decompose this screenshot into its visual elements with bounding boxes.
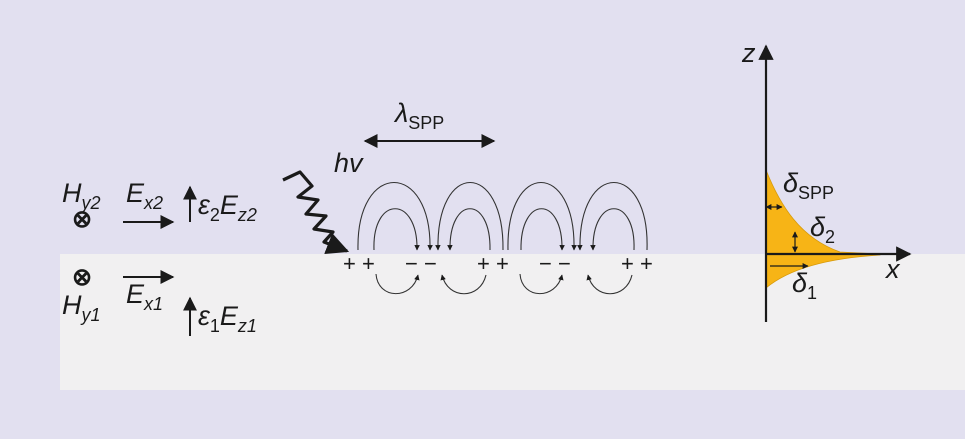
field-loops-upper	[357, 181, 648, 251]
ex2-label: Ex2	[126, 178, 163, 213]
ex2-main: E	[126, 178, 145, 208]
hy2-sub: y2	[81, 193, 101, 213]
surface-charge-plus: + +	[477, 251, 509, 276]
ez2-sub: z2	[237, 205, 257, 225]
photon-wave	[282, 170, 350, 255]
ez1-sub: z1	[237, 316, 257, 336]
ex2-sub: x2	[144, 193, 164, 213]
delta-spp-label: δSPP	[783, 168, 834, 203]
eps1-ez1-label: ε1Ez1	[198, 301, 257, 336]
delta-spp-symbol: δ	[783, 168, 799, 198]
delta2-subscript: 2	[825, 227, 836, 247]
hy1-sub: y1	[81, 305, 101, 325]
eps2-symbol: ε	[198, 190, 210, 220]
delta1-label: δ1	[792, 268, 817, 303]
eps1-sub: 1	[209, 316, 220, 336]
surface-charge-plus: + +	[621, 251, 653, 276]
delta1-subscript: 1	[807, 283, 818, 303]
ex1-sub: x1	[144, 294, 164, 314]
eps2-sub: 2	[209, 205, 220, 225]
hy2-main: H	[62, 178, 82, 208]
hy2-into-page-symbol: ⊗	[72, 206, 93, 233]
hy1-main: H	[62, 290, 82, 320]
hy1-label: Hy1	[62, 290, 101, 325]
photon-label: hv	[334, 148, 363, 178]
hy1-into-page-symbol: ⊗	[72, 264, 93, 291]
metal-region	[60, 254, 965, 390]
surface-charge-plus: + +	[343, 251, 375, 276]
x-axis-label: x	[886, 254, 900, 284]
lambda-subscript: SPP	[408, 113, 445, 133]
ex1-main: E	[126, 279, 145, 309]
delta2-label: δ2	[810, 212, 835, 247]
ez1-main: E	[219, 301, 238, 331]
delta2-symbol: δ	[810, 212, 826, 242]
delta-spp-subscript: SPP	[798, 183, 835, 203]
hy2-label: Hy2	[62, 178, 101, 213]
surface-charge-minus: − −	[539, 251, 571, 276]
field-loops-lower	[375, 273, 633, 295]
lambda-symbol: λ	[395, 98, 409, 128]
lambda-spp-label: λSPP	[395, 98, 444, 133]
ex1-label: Ex1	[126, 279, 163, 314]
eps1-symbol: ε	[198, 301, 210, 331]
delta1-symbol: δ	[792, 268, 808, 298]
surface-charge-minus: − −	[405, 251, 437, 276]
z-axis-label: z	[742, 38, 756, 68]
eps2-ez2-label: ε2Ez2	[198, 190, 257, 225]
ez2-main: E	[219, 190, 238, 220]
